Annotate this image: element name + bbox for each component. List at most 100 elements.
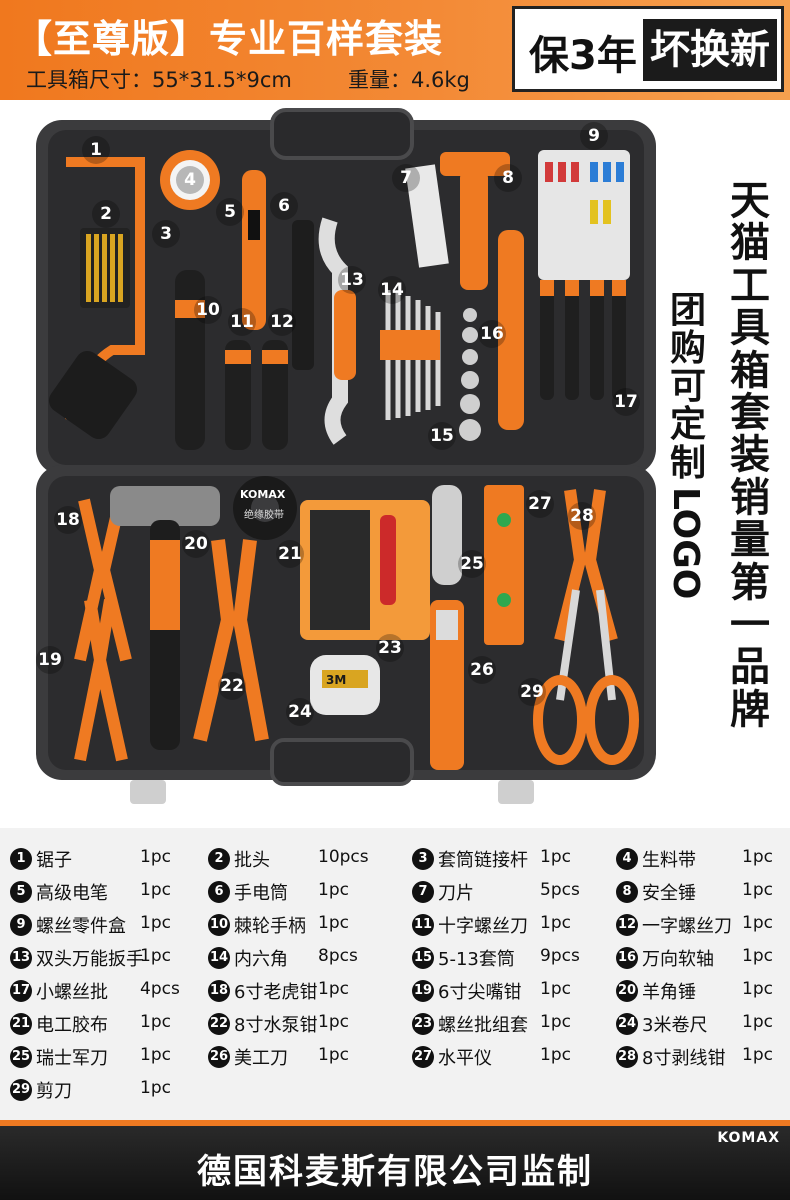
swiss-army-knife	[432, 485, 462, 585]
item-quantity: 1pc	[742, 979, 773, 999]
item-number-badge: 17	[10, 980, 32, 1002]
item-name: 锯子	[36, 850, 72, 871]
callout-22: 22	[218, 672, 246, 700]
case-handle	[270, 108, 414, 160]
item-quantity: 1pc	[540, 913, 571, 933]
item-number-badge: 23	[412, 1013, 434, 1035]
item-name: 瑞士军刀	[36, 1048, 108, 1069]
item-quantity: 1pc	[318, 880, 349, 900]
item-name: 安全锤	[642, 883, 696, 904]
flex-shaft	[498, 230, 524, 430]
callout-25: 25	[458, 550, 486, 578]
callout-16: 16	[478, 320, 506, 348]
item-number-badge: 13	[10, 947, 32, 969]
callout-1: 1	[82, 136, 110, 164]
item-name: 8寸水泵钳	[234, 1015, 318, 1036]
item-name: 3米卷尺	[642, 1015, 708, 1036]
callout-6: 6	[270, 192, 298, 220]
item-name: 一字螺丝刀	[642, 916, 732, 937]
item-name: 6寸尖嘴钳	[438, 982, 522, 1003]
item-name: 生料带	[642, 850, 696, 871]
item-number-badge: 9	[10, 914, 32, 936]
item-quantity: 1pc	[140, 913, 171, 933]
item-number-badge: 21	[10, 1013, 32, 1035]
item-name: 剪刀	[36, 1081, 72, 1102]
bit-set	[80, 228, 130, 308]
item-number-badge: 10	[208, 914, 230, 936]
item-quantity: 8pcs	[318, 946, 358, 966]
phillips-screwdriver	[225, 340, 251, 450]
flat-screwdriver	[262, 340, 288, 450]
spirit-level	[484, 485, 524, 645]
item-number-badge: 14	[208, 947, 230, 969]
item-quantity: 1pc	[140, 880, 171, 900]
side-banner	[718, 170, 778, 820]
item-name: 6寸老虎钳	[234, 982, 318, 1003]
item-number-badge: 1	[10, 848, 32, 870]
item-name: 棘轮手柄	[234, 916, 306, 937]
utility-knife	[430, 600, 464, 770]
callout-26: 26	[468, 656, 496, 684]
callout-13: 13	[338, 266, 366, 294]
socket-set	[459, 308, 481, 441]
precision-screwdrivers	[540, 280, 626, 400]
callout-12: 12	[268, 308, 296, 336]
item-number-badge: 20	[616, 980, 638, 1002]
item-name: 螺丝批组套	[438, 1015, 528, 1036]
item-quantity: 1pc	[540, 847, 571, 867]
manufacturer-text: 德国科麦斯有限公司监制	[197, 1152, 593, 1192]
item-quantity: 1pc	[742, 880, 773, 900]
item-name: 羊角锤	[642, 982, 696, 1003]
callout-3: 3	[152, 220, 180, 248]
warranty-badge: 保3年 坏换新	[512, 6, 784, 92]
item-number-badge: 7	[412, 881, 434, 903]
item-name: 内六角	[234, 949, 288, 970]
item-quantity: 10pcs	[318, 847, 369, 867]
item-name: 美工刀	[234, 1048, 288, 1069]
callout-21: 21	[276, 540, 304, 568]
item-quantity: 1pc	[742, 1012, 773, 1032]
callout-15: 15	[428, 422, 456, 450]
header-banner: 【至尊版】专业百样套装 工具箱尺寸：55*31.5*9cm 重量：4.6kg 保…	[0, 0, 790, 100]
replace-text: 坏换新	[643, 19, 777, 81]
claw-hammer	[110, 486, 220, 526]
callout-5: 5	[216, 198, 244, 226]
item-name: 8寸剥线钳	[642, 1048, 726, 1069]
item-quantity: 1pc	[318, 979, 349, 999]
item-quantity: 1pc	[742, 847, 773, 867]
item-number-badge: 18	[208, 980, 230, 1002]
box-size-label: 工具箱尺寸：55*31.5*9cm	[26, 68, 292, 92]
item-number-badge: 29	[10, 1079, 32, 1101]
item-quantity: 1pc	[742, 1045, 773, 1065]
callout-28: 28	[568, 502, 596, 530]
item-number-badge: 11	[412, 914, 434, 936]
sales-slogan: 天猫工具箱套装销量第一品牌	[730, 178, 770, 733]
item-number-badge: 28	[616, 1046, 638, 1068]
item-number-badge: 27	[412, 1046, 434, 1068]
water-pump-pliers	[193, 539, 269, 742]
item-number-badge: 4	[616, 848, 638, 870]
voltage-tester	[242, 170, 266, 330]
item-quantity: 1pc	[318, 1045, 349, 1065]
item-number-badge: 22	[208, 1013, 230, 1035]
blades	[405, 164, 449, 268]
item-name: 水平仪	[438, 1048, 492, 1069]
item-number-badge: 19	[412, 980, 434, 1002]
item-name: 批头	[234, 850, 270, 871]
